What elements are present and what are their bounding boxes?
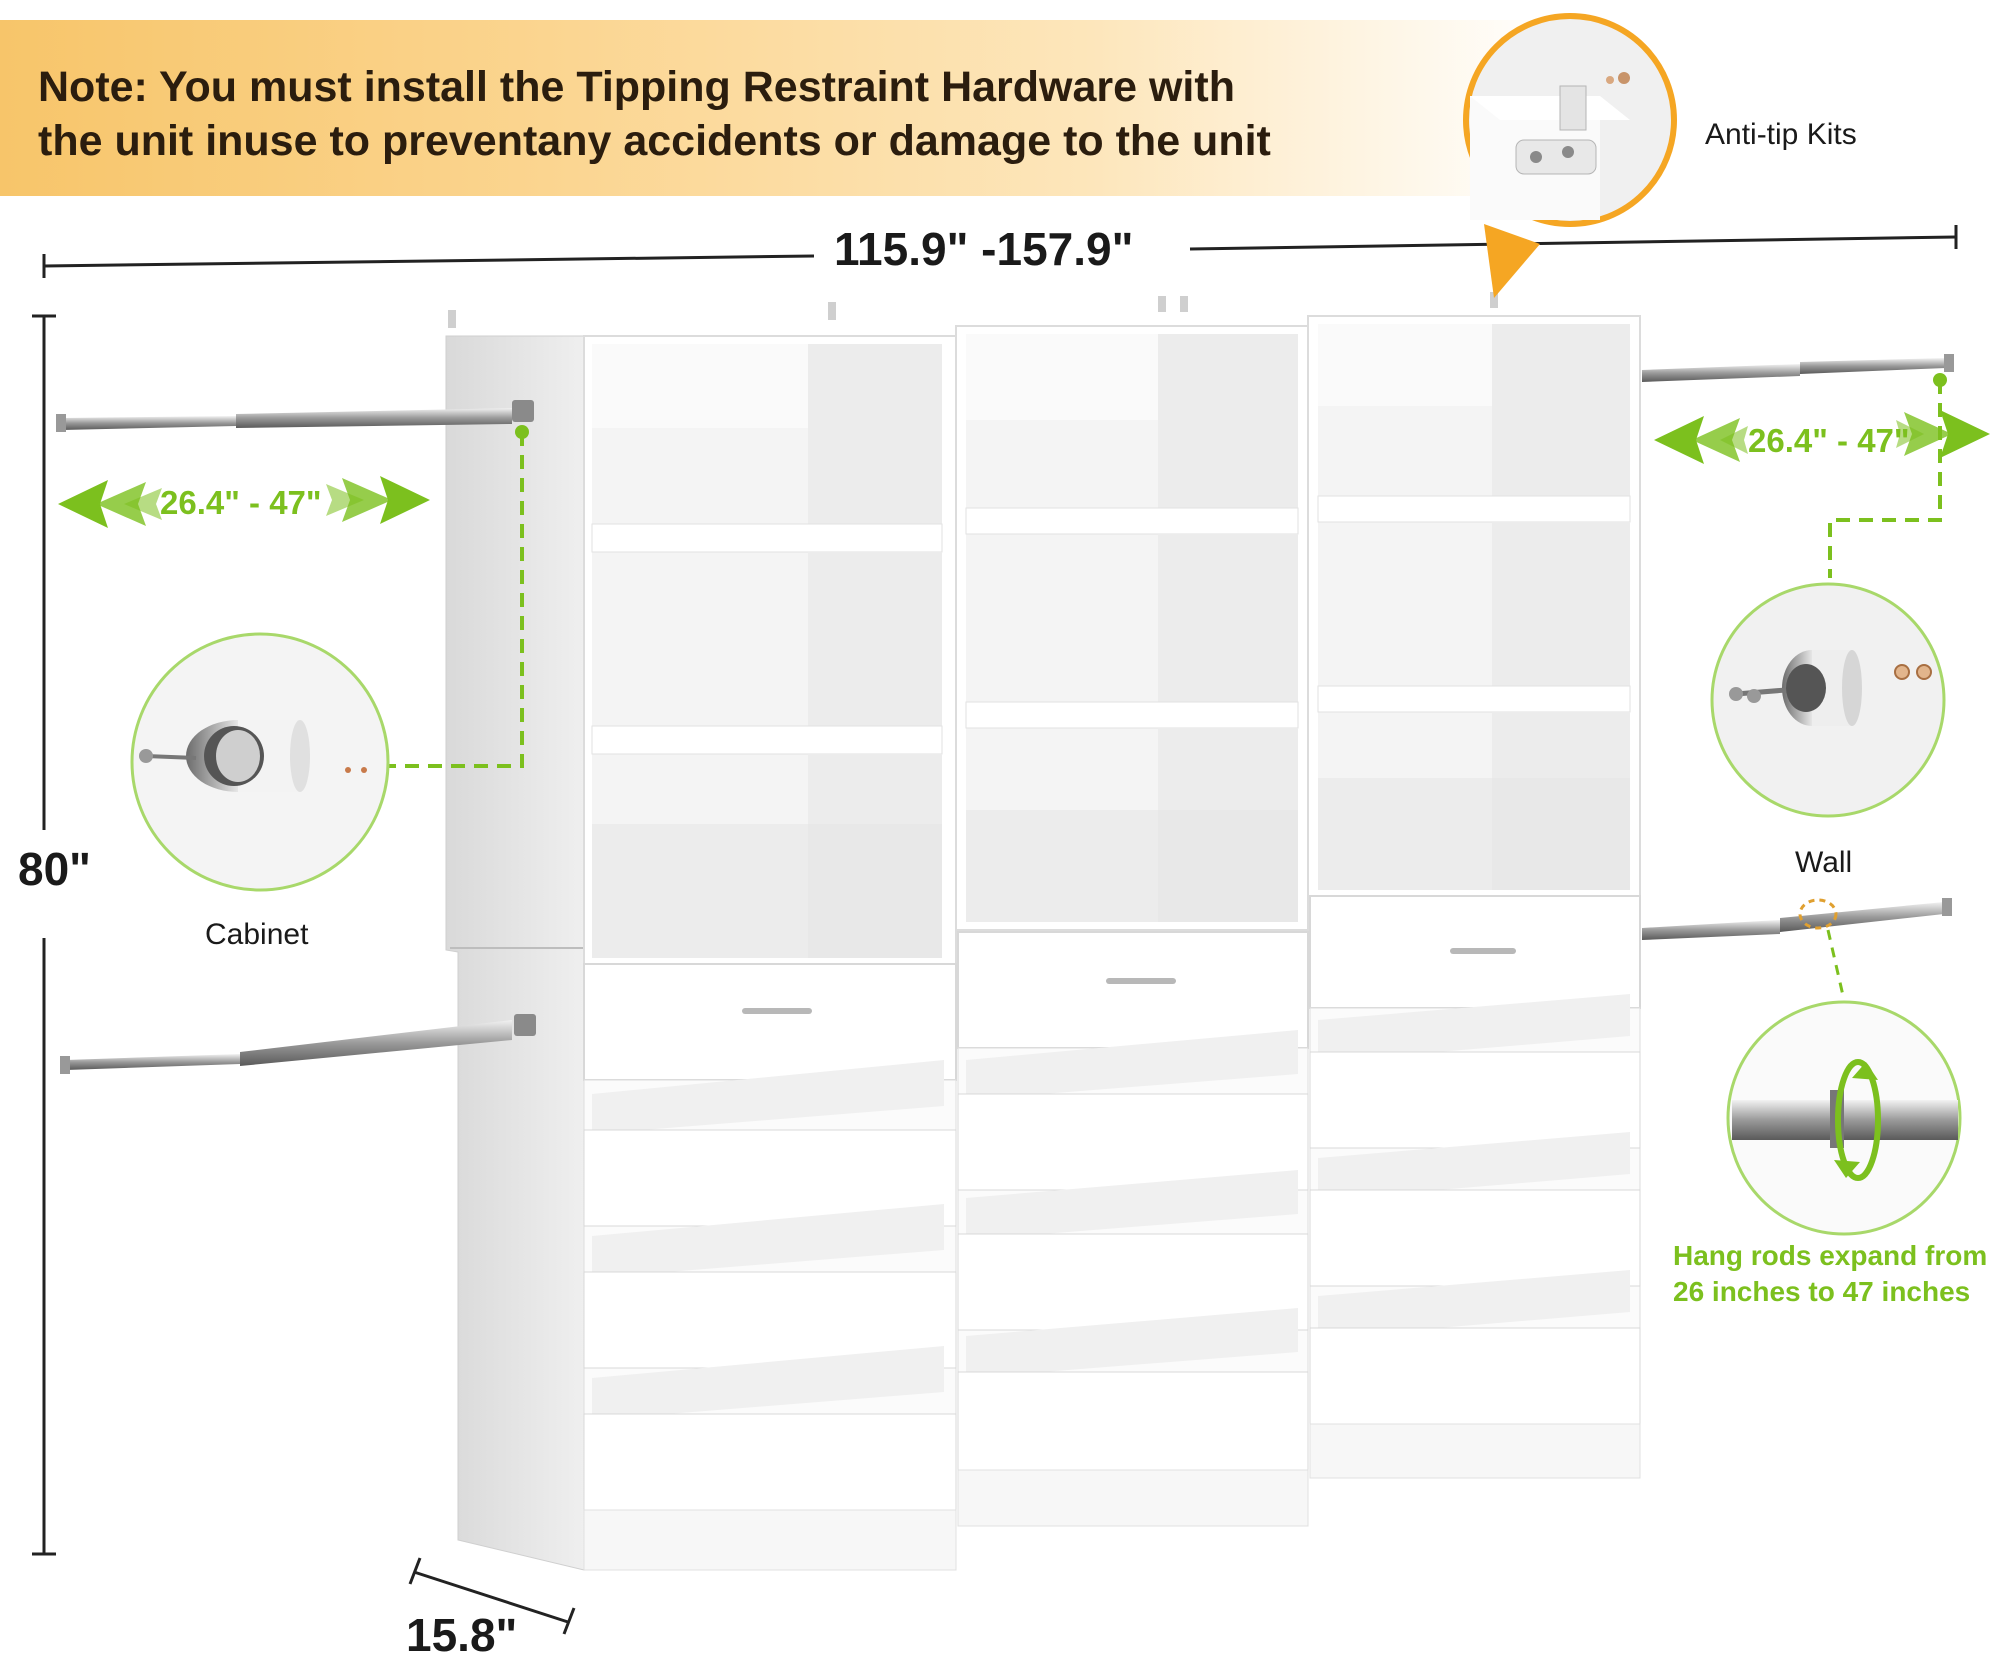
anti-tip-kits-label: Anti-tip Kits	[1705, 118, 1857, 151]
rod-expansion-note: Hang rods expand from 26 inches to 47 in…	[1673, 1238, 2000, 1310]
hang-rod-right-upper	[1642, 354, 1954, 382]
hang-rod-right-lower	[1642, 898, 1952, 940]
rod-expansion-note-line-1: Hang rods expand from	[1673, 1240, 1988, 1271]
depth-dimension-label: 15.8"	[406, 1609, 518, 1661]
closet-unit	[445, 292, 1641, 1571]
hang-rod-left-lower	[60, 1014, 536, 1074]
width-dimension-label: 115.9" -157.9"	[820, 222, 1148, 276]
connector-dot-left	[515, 425, 529, 439]
upper-cabinets	[448, 292, 1641, 965]
rod-rotation-bubble	[1726, 1000, 1962, 1236]
connector-lines	[376, 380, 1942, 768]
storage-bins	[583, 994, 1641, 1571]
width-dimension-line	[42, 225, 1958, 278]
right-rod-range-label: 26.4" - 47"	[1748, 422, 1910, 459]
tipping-note-line-1: Note: You must install the Tipping Restr…	[38, 63, 1235, 111]
left-rod-range-label: 26.4" - 47"	[160, 484, 322, 521]
rotate-arrow-icon	[1852, 1062, 1878, 1080]
range-arrows-left	[58, 476, 430, 528]
wall-label: Wall	[1795, 846, 1853, 879]
note-banner	[0, 20, 1560, 196]
anti-tip-kit-bubble	[1463, 13, 1677, 298]
rod-detail-marker	[1798, 898, 1838, 930]
cabinet-label: Cabinet	[205, 918, 309, 951]
height-dimension-label: 80"	[18, 836, 91, 902]
depth-dimension-line	[408, 1557, 576, 1635]
hang-rod-left-upper	[56, 400, 534, 432]
tipping-note-line-2: the unit inuse to preventany accidents o…	[38, 117, 1271, 165]
rod-expansion-note-line-2: 26 inches to 47 inches	[1673, 1276, 1971, 1307]
cabinet-bracket-bubble	[130, 632, 390, 892]
tipping-note: Note: You must install the Tipping Restr…	[38, 60, 1458, 168]
range-arrows-right	[1654, 410, 1990, 464]
rod-detail-connector	[1826, 929, 1846, 1001]
connector-dot-right	[1933, 373, 1947, 387]
wall-bracket-bubble	[1710, 582, 1946, 818]
height-dimension-line	[32, 314, 56, 1556]
